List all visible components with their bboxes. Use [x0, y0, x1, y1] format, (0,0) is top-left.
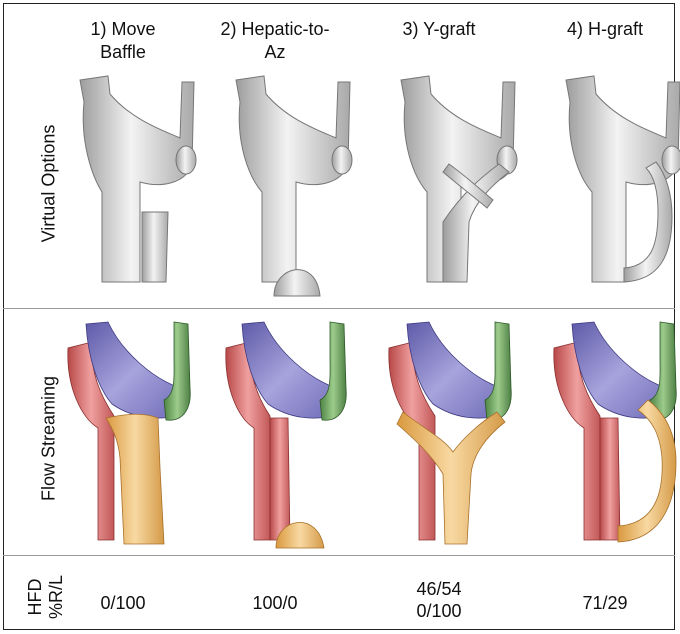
hfd-value-move-baffle: 0/100	[48, 592, 198, 614]
flow-model-hepatic-to-az	[218, 318, 368, 550]
hfd-value-y-graft-2: 0/100	[364, 600, 514, 622]
column-title-move-baffle: 1) Move Baffle	[48, 18, 198, 64]
virtual-model-hepatic-to-az	[218, 72, 368, 297]
row-label-flow-streaming: Flow Streaming	[39, 371, 60, 507]
column-title-hepatic-to-az: 2) Hepatic-to- Az	[200, 18, 350, 64]
hfd-value-y-graft-1: 46/54	[364, 578, 514, 600]
row-divider-2	[3, 555, 675, 556]
flow-model-y-graft	[383, 318, 533, 550]
column-title-h-graft: 4) H-graft	[530, 18, 680, 41]
row-divider-1	[3, 308, 675, 309]
flow-model-h-graft	[548, 318, 680, 550]
flow-model-move-baffle	[62, 318, 212, 550]
row-label-virtual-options: Virtual Options	[39, 114, 60, 254]
hfd-value-hepatic-to-az: 100/0	[200, 592, 350, 614]
hfd-value-h-graft: 71/29	[530, 592, 680, 614]
virtual-model-move-baffle	[62, 72, 212, 297]
virtual-model-y-graft	[383, 72, 533, 297]
column-title-y-graft: 3) Y-graft	[364, 18, 514, 41]
hfd-label-line1: HFD	[25, 567, 46, 627]
virtual-model-h-graft	[548, 72, 680, 297]
